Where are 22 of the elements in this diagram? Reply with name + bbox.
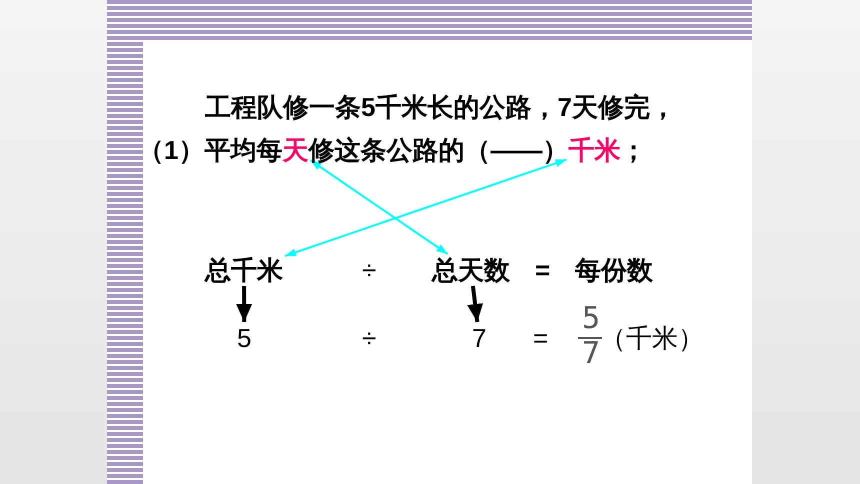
problem-text: 工程队修一条5千米长的公路，7天修完， [205, 92, 676, 122]
fraction-numerator: 5 [582, 305, 600, 333]
punctuation: ； [620, 135, 646, 165]
division-sign: ÷ [362, 255, 376, 285]
arrow [310, 159, 448, 255]
unit-text: （千米） [600, 323, 704, 353]
number: 7 [472, 323, 486, 353]
arrow [284, 158, 567, 257]
equals-sign: = [533, 323, 548, 353]
highlighted-word: 千米 [568, 135, 620, 165]
highlighted-word: 天 [282, 135, 308, 165]
arrow [236, 286, 252, 322]
number: 5 [237, 323, 252, 353]
problem-text: 修这条公路的（——） [308, 135, 568, 165]
division-sign: ÷ [362, 323, 376, 353]
fraction-denominator: 7 [582, 340, 600, 368]
problem-text: （1）平均每 [138, 135, 282, 165]
arrow [467, 286, 484, 322]
quantity-term: 总千米 [205, 255, 283, 285]
equals-sign: = [535, 255, 550, 285]
quantity-term: 每份数 [575, 255, 653, 285]
quantity-term: 总天数 [432, 255, 510, 285]
